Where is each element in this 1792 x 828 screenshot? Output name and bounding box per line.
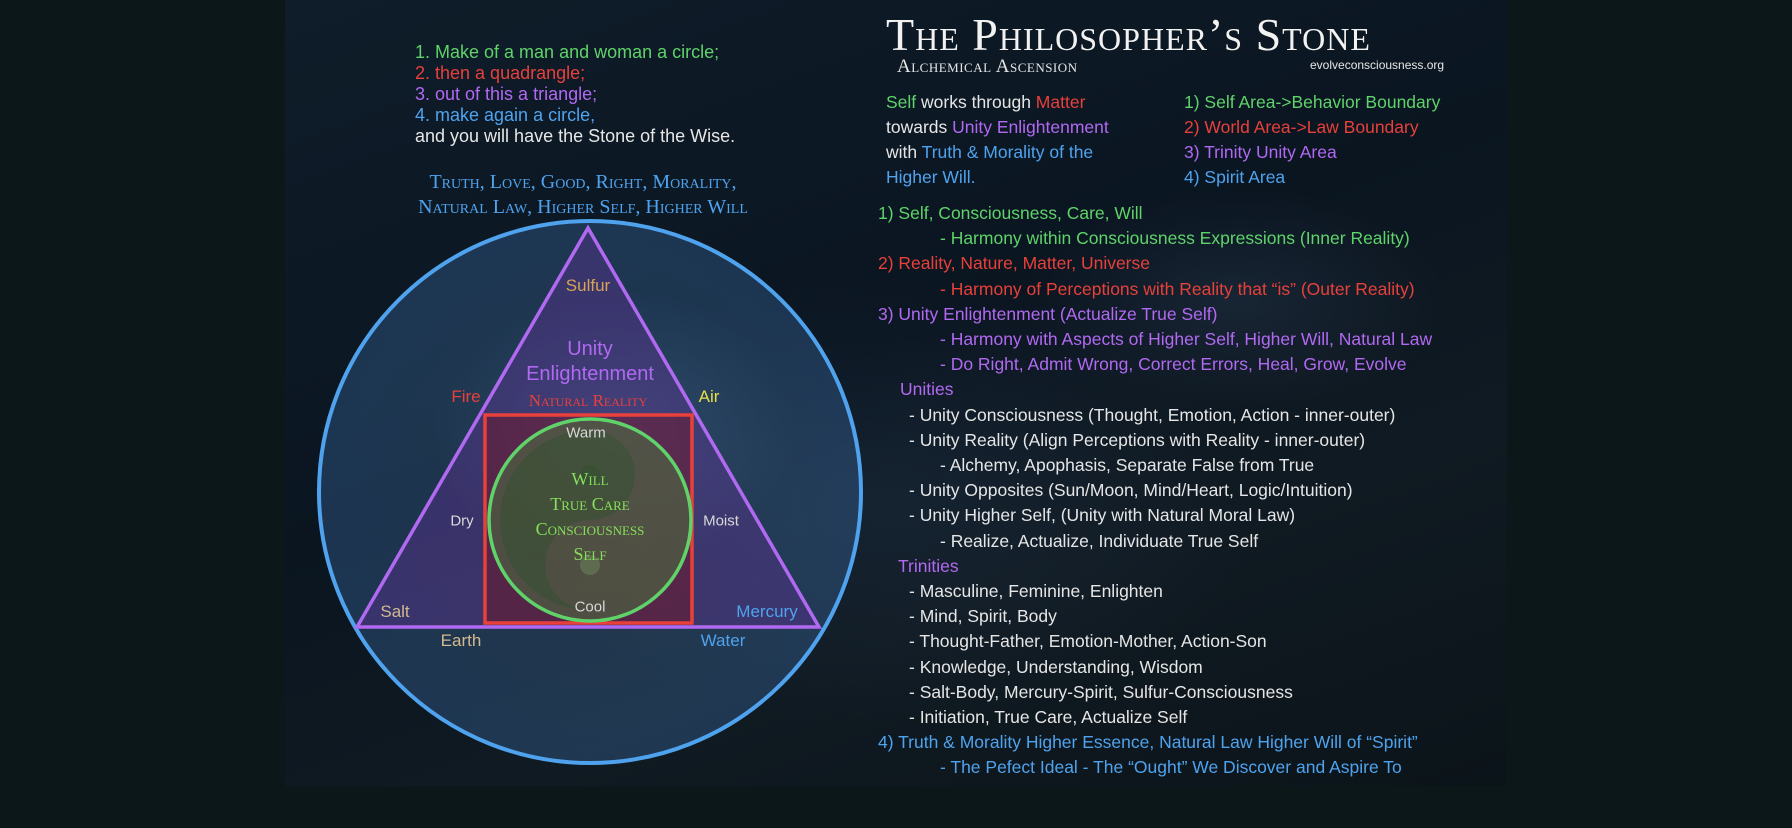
recipe-line: and you will have the Stone of the Wise. — [415, 126, 736, 146]
details-row: - Masculine, Feminine, Enlighten — [909, 581, 1163, 602]
intro-line: Self works through Matter — [886, 90, 1109, 115]
intro-text: works through — [916, 92, 1036, 112]
area-item: 2) World Area->Law Boundary — [1184, 115, 1440, 140]
core-label-line: True Care — [550, 494, 630, 514]
recipe-line: 4. make again a circle, — [415, 105, 596, 125]
details-row: 4) Truth & Morality Higher Essence, Natu… — [878, 732, 1418, 753]
area-item: 4) Spirit Area — [1184, 167, 1286, 187]
area-item: 1) Self Area->Behavior Boundary — [1184, 90, 1440, 115]
fire-label: Fire — [451, 387, 481, 406]
areas-legend: 1) Self Area->Behavior Boundary 2) World… — [1184, 90, 1440, 190]
intro-higher-will: Higher Will. — [886, 167, 976, 187]
recipe-line: 1. Make of a man and woman a circle; — [415, 42, 720, 62]
moist-label: Moist — [703, 512, 739, 530]
stone-diagram: Unity Enlightenment Natural Reality Will… — [285, 0, 905, 786]
sulfur-label: Sulfur — [565, 276, 611, 295]
intro-self: Self — [886, 92, 917, 112]
details-row: 3) Unity Enlightenment (Actualize True S… — [878, 303, 1218, 324]
details-row: - Unity Opposites (Sun/Moon, Mind/Heart,… — [909, 480, 1353, 501]
details-row: - Harmony within Consciousness Expressio… — [940, 228, 1410, 249]
page-subtitle: Alchemical Ascension — [897, 56, 1078, 77]
details-row: - Thought-Father, Emotion-Mother, Action… — [909, 631, 1267, 652]
water-label: Water — [700, 631, 746, 650]
intro-unity: Unity Enlightenment — [952, 117, 1109, 137]
details-row: - Harmony of Perceptions with Reality th… — [940, 278, 1415, 299]
virtues-line-1: Truth, Love, Good, Right, Morality, — [429, 171, 737, 193]
diagram-graphic — [317, 219, 863, 765]
air-label: Air — [698, 387, 720, 406]
unity-enlightenment-label: Unity Enlightenment — [490, 337, 690, 387]
website-credit: evolveconsciousness.org — [1310, 58, 1445, 72]
unity-label-line: Unity — [567, 338, 613, 360]
area-boundary: Behavior Boundary — [1291, 92, 1441, 112]
core-label: Will True Care Consciousness Self — [490, 467, 690, 567]
intro-truth: Truth & Morality of the — [921, 142, 1094, 162]
area-label: 2) World Area-> — [1184, 117, 1307, 137]
details-row: Unities — [900, 379, 954, 400]
core-label-line: Consciousness — [535, 519, 645, 539]
details-row: - Knowledge, Understanding, Wisdom — [909, 656, 1203, 677]
area-boundary: Law Boundary — [1306, 117, 1419, 137]
details-row: 1) Self, Consciousness, Care, Will — [878, 203, 1143, 223]
intro-text: with — [886, 142, 922, 162]
recipe-list: 1. Make of a man and woman a circle; 2. … — [415, 42, 735, 147]
natural-reality-label: Natural Reality — [528, 391, 648, 410]
intro-matter: Matter — [1035, 92, 1086, 112]
mercury-label: Mercury — [736, 602, 798, 621]
details-row: - Do Right, Admit Wrong, Correct Errors,… — [940, 354, 1407, 375]
intro-line: towards Unity Enlightenment — [886, 115, 1109, 140]
virtues-heading: Truth, Love, Good, Right, Morality, Natu… — [371, 170, 795, 220]
yin-yang-dot-icon — [580, 555, 600, 575]
inner-circle — [487, 417, 693, 623]
details-row: - Unity Higher Self, (Unity with Natural… — [909, 505, 1296, 526]
core-label-line: Self — [573, 544, 607, 564]
details-row: - Realize, Actualize, Individuate True S… — [940, 530, 1259, 551]
cool-label: Cool — [574, 598, 606, 616]
details-row: - The Pefect Ideal - The “Ought” We Disc… — [940, 757, 1402, 778]
intro-line: with Truth & Morality of the — [886, 140, 1109, 165]
core-label-line: Will — [571, 469, 609, 489]
details-row: - Harmony with Aspects of Higher Self, H… — [940, 329, 1433, 350]
details-row: - Unity Consciousness (Thought, Emotion,… — [909, 404, 1396, 425]
yin-yang-dot-icon — [580, 465, 600, 485]
page-title: The Philosopher’s Stone — [886, 9, 1371, 60]
details-row: - Salt-Body, Mercury-Spirit, Sulfur-Cons… — [909, 681, 1293, 702]
intro-statement: Self works through Matter towards Unity … — [886, 90, 1109, 190]
dry-label: Dry — [450, 512, 474, 530]
intro-text: towards — [886, 117, 953, 137]
yin-yang-icon — [500, 430, 635, 610]
details-row: 2) Reality, Nature, Matter, Universe — [878, 253, 1150, 274]
details-list: 1) Self, Consciousness, Care, Will - Harm… — [878, 201, 1432, 781]
triangle — [353, 224, 823, 629]
details-row: - Unity Reality (Align Perceptions with … — [909, 429, 1366, 450]
area-label: 1) Self Area-> — [1184, 92, 1292, 112]
details-row: Trinities — [898, 555, 959, 576]
intro-line: Higher Will. — [886, 165, 1109, 190]
unity-label-line: Enlightenment — [526, 363, 654, 385]
philosophers-stone-poster: 1. Make of a man and woman a circle; 2. … — [285, 0, 1507, 786]
recipe-line: 3. out of this a triangle; — [415, 84, 598, 104]
details-row: - Alchemy, Apophasis, Separate False fro… — [940, 455, 1315, 476]
warm-label: Warm — [566, 424, 606, 442]
earth-label: Earth — [440, 631, 482, 650]
recipe-line: 2. then a quadrangle; — [415, 63, 586, 83]
salt-label: Salt — [380, 602, 410, 621]
area-item: 3) Trinity Unity Area — [1184, 142, 1337, 162]
details-row: - Mind, Spirit, Body — [909, 606, 1057, 627]
details-row: - Initiation, True Care, Actualize Self — [909, 707, 1188, 728]
virtues-line-2: Natural Law, Higher Self, Higher Will — [418, 196, 748, 218]
